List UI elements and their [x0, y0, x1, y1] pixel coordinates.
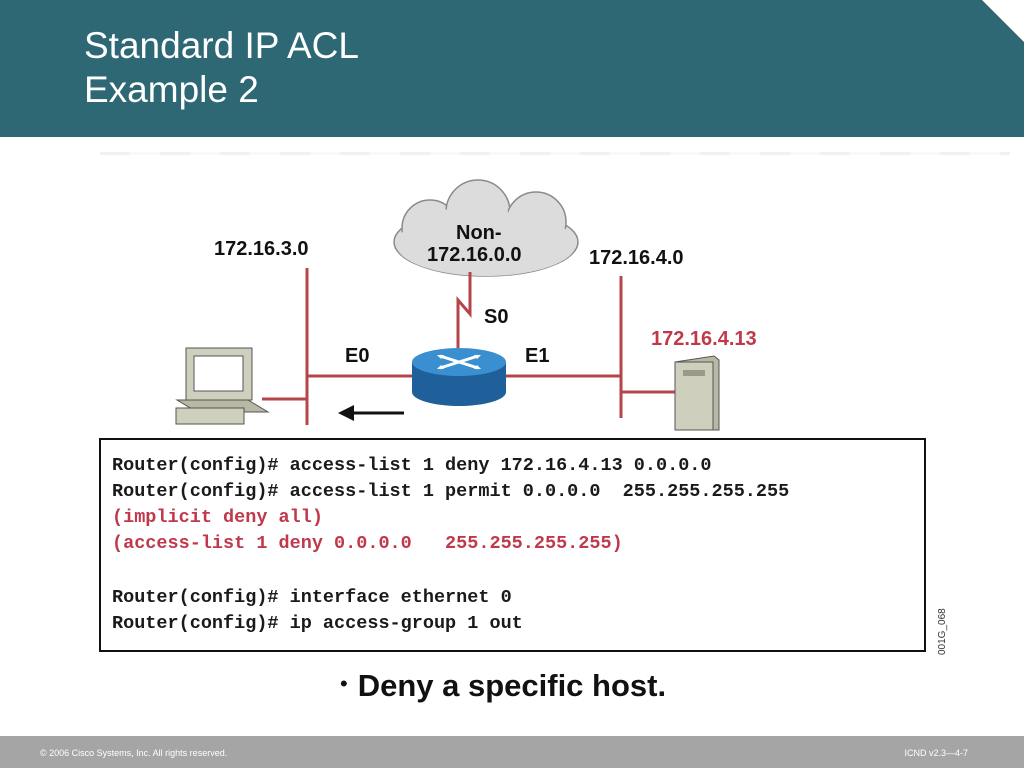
cloud-label-line-1: Non- — [456, 222, 502, 244]
title-line-1: Standard IP ACL — [84, 25, 359, 66]
serial-interface-label: S0 — [484, 306, 509, 328]
server-icon — [674, 355, 720, 431]
arrow-left-icon — [338, 405, 404, 421]
slide-title: Standard IP ACL Example 2 — [84, 24, 359, 112]
host-address-label: 172.16.4.13 — [651, 328, 757, 350]
bullet-text: Deny a specific host. — [357, 668, 667, 703]
figure-id: 001G_068 — [937, 608, 948, 655]
config-line: Router(config)# access-list 1 deny 172.1… — [112, 455, 712, 476]
interface-e1-label: E1 — [525, 345, 550, 367]
cloud-label-line-2: 172.16.0.0 — [427, 244, 522, 266]
network-label-left: 172.16.3.0 — [214, 238, 309, 260]
config-line: Router(config)# access-list 1 permit 0.0… — [112, 481, 790, 502]
course-code: ICND v2.3—4-7 — [904, 748, 968, 758]
corner-fold — [982, 0, 1024, 42]
bullet-icon: • — [340, 671, 348, 696]
interface-e0-label: E0 — [345, 345, 370, 367]
title-line-2: Example 2 — [84, 69, 259, 110]
config-comment: (access-list 1 deny 0.0.0.0 255.255.255.… — [112, 533, 623, 554]
network-label-right: 172.16.4.0 — [589, 247, 684, 269]
config-box: Router(config)# access-list 1 deny 172.1… — [99, 438, 926, 652]
config-line: Router(config)# ip access-group 1 out — [112, 613, 523, 634]
header-divider — [100, 152, 1010, 155]
config-line: Router(config)# interface ethernet 0 — [112, 587, 512, 608]
footer-bar: © 2006 Cisco Systems, Inc. All rights re… — [0, 736, 1024, 768]
cloud-icon — [393, 179, 579, 277]
router-icon — [412, 348, 506, 406]
workstation-icon — [175, 347, 270, 425]
title-bar: Standard IP ACL Example 2 — [0, 0, 1024, 137]
network-diagram — [175, 179, 720, 431]
serial-link — [456, 272, 472, 348]
copyright-text: © 2006 Cisco Systems, Inc. All rights re… — [40, 748, 228, 758]
config-comment: (implicit deny all) — [112, 507, 323, 528]
bullet-point: • Deny a specific host. — [340, 668, 666, 704]
